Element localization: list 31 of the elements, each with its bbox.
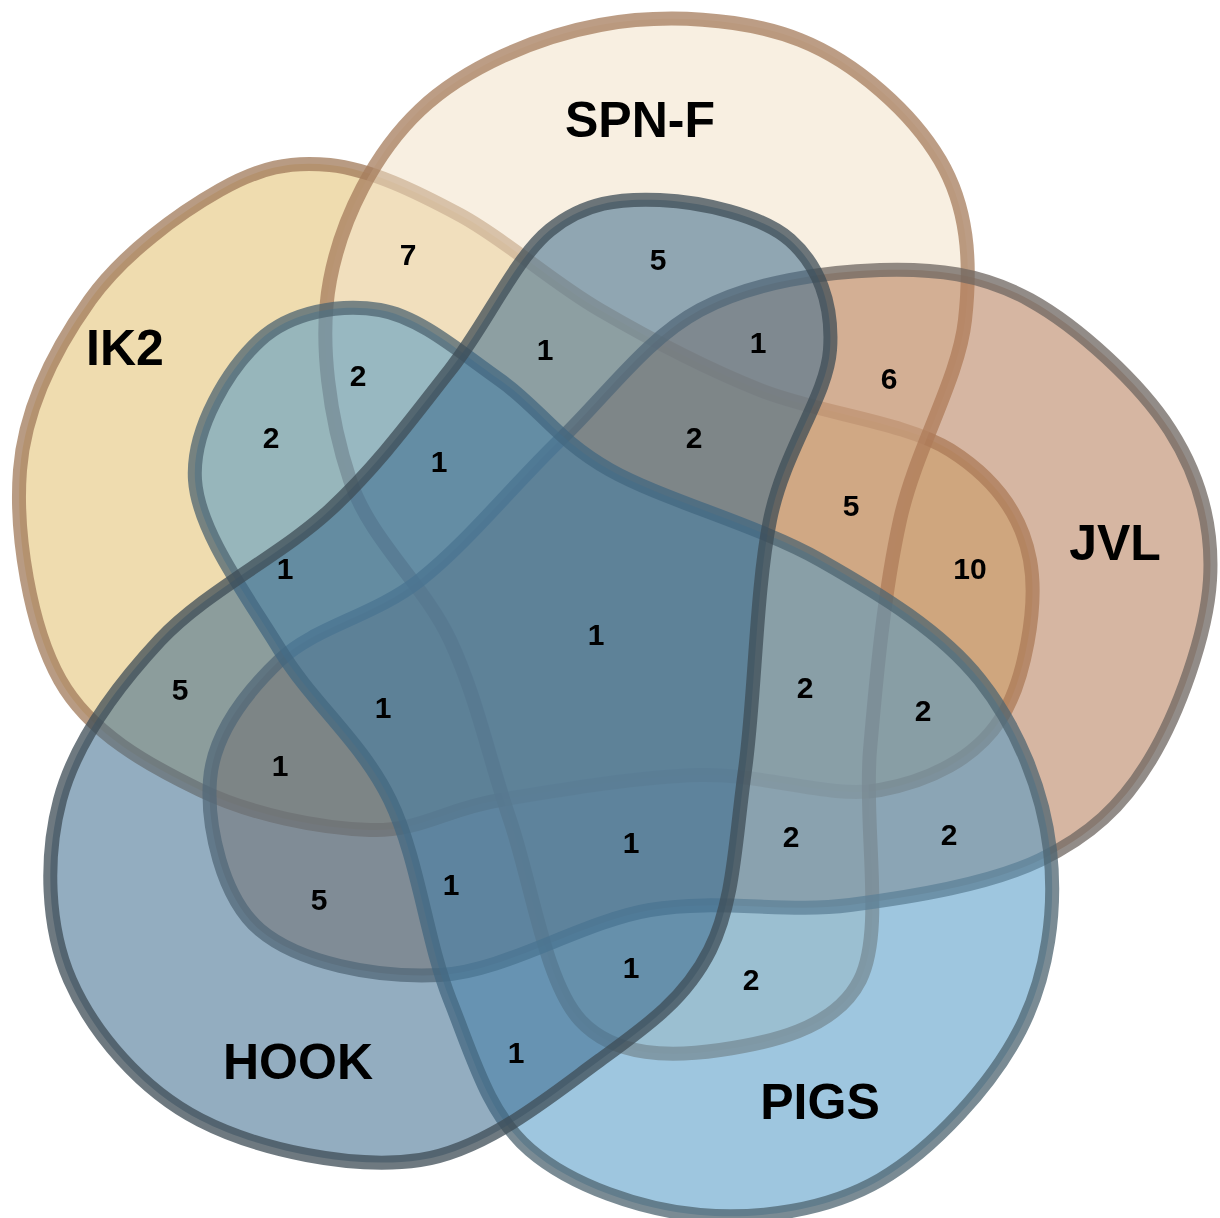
set-label: HOOK xyxy=(223,1037,373,1087)
region-count: 2 xyxy=(796,673,814,703)
set-label: PIGS xyxy=(760,1077,880,1127)
region-count: 1 xyxy=(276,554,294,584)
region-count: 1 xyxy=(622,953,640,983)
region-count: 10 xyxy=(953,554,987,584)
region-count: 7 xyxy=(399,240,417,270)
region-count: 2 xyxy=(742,965,760,995)
region-count: 1 xyxy=(507,1038,525,1068)
region-count: 1 xyxy=(536,335,554,365)
set-label: IK2 xyxy=(86,323,164,373)
region-count: 2 xyxy=(262,423,280,453)
region-count: 5 xyxy=(171,675,189,705)
region-count: 1 xyxy=(622,828,640,858)
region-count: 1 xyxy=(442,870,460,900)
set-label: JVL xyxy=(1069,518,1161,568)
region-count: 5 xyxy=(310,885,328,915)
region-count: 1 xyxy=(749,328,767,358)
region-count: 2 xyxy=(782,822,800,852)
region-count: 5 xyxy=(842,491,860,521)
region-count: 1 xyxy=(430,447,448,477)
set-label: SPN-F xyxy=(565,95,715,145)
region-count: 2 xyxy=(914,696,932,726)
region-count: 5 xyxy=(649,245,667,275)
region-count: 2 xyxy=(940,820,958,850)
region-count: 1 xyxy=(587,620,605,650)
region-count: 2 xyxy=(685,423,703,453)
region-count: 2 xyxy=(349,361,367,391)
region-count: 6 xyxy=(880,364,898,394)
region-count: 1 xyxy=(374,693,392,723)
region-count: 1 xyxy=(271,751,289,781)
